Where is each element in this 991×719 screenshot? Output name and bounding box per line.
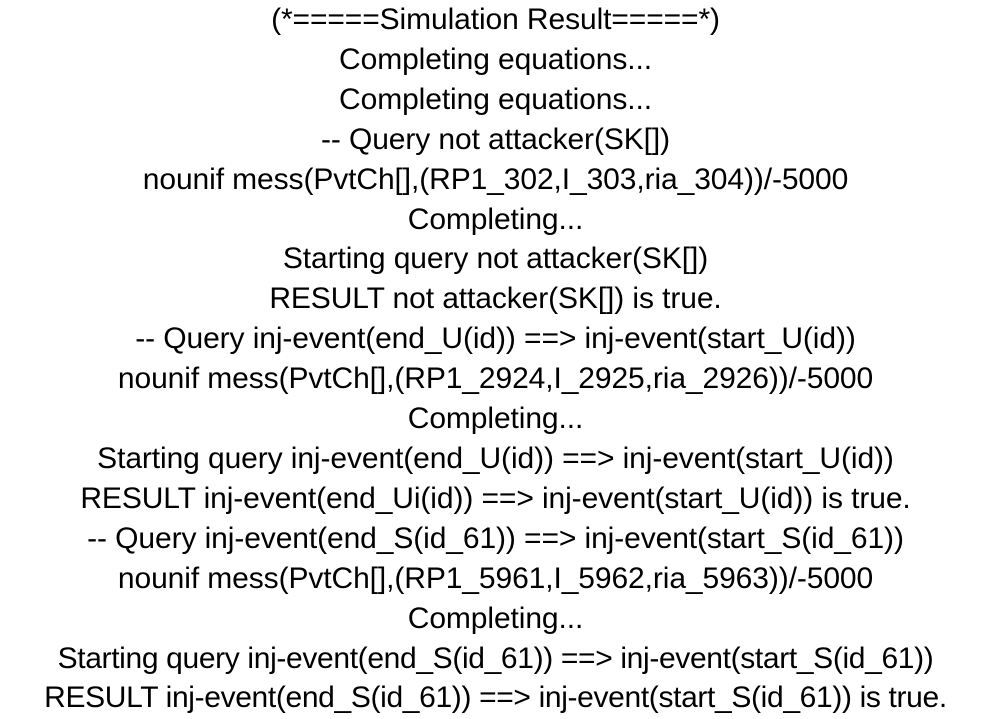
- log-line-completing-equations-1: Completing equations...: [339, 42, 652, 76]
- log-line-nounif-2: nounif mess(PvtCh[],(RP1_2924,I_2925,ria…: [117, 362, 874, 396]
- log-line-completing-1: Completing...: [407, 202, 584, 236]
- log-line-starting-query-2: Starting query inj-event(end_U(id)) ==> …: [97, 441, 894, 475]
- log-line-nounif-3: nounif mess(PvtCh[],(RP1_5961,I_5962,ria…: [117, 561, 874, 595]
- log-line-query-1: -- Query not attacker(SK[]): [320, 122, 671, 156]
- log-line-header: (*=====Simulation Result=====*): [271, 3, 720, 36]
- log-line-starting-query-3: Starting query inj-event(end_S(id_61)) =…: [57, 641, 934, 675]
- log-line-nounif-1: nounif mess(PvtCh[],(RP1_302,I_303,ria_3…: [142, 162, 849, 196]
- log-line-result-3: RESULT inj-event(end_S(id_61)) ==> inj-e…: [44, 681, 947, 715]
- log-line-completing-2: Completing...: [407, 402, 584, 436]
- log-line-starting-query-1: Starting query not attacker(SK[]): [282, 242, 709, 276]
- log-line-completing-equations-2: Completing equations...: [339, 82, 652, 116]
- log-line-query-2: -- Query inj-event(end_U(id)) ==> inj-ev…: [135, 322, 856, 356]
- log-line-result-2: RESULT inj-event(end_Ui(id)) ==> inj-eve…: [80, 481, 911, 515]
- log-line-query-3: -- Query inj-event(end_S(id_61)) ==> inj…: [87, 521, 904, 555]
- log-line-result-1: RESULT not attacker(SK[]) is true.: [269, 282, 722, 316]
- log-line-completing-3: Completing...: [407, 601, 584, 635]
